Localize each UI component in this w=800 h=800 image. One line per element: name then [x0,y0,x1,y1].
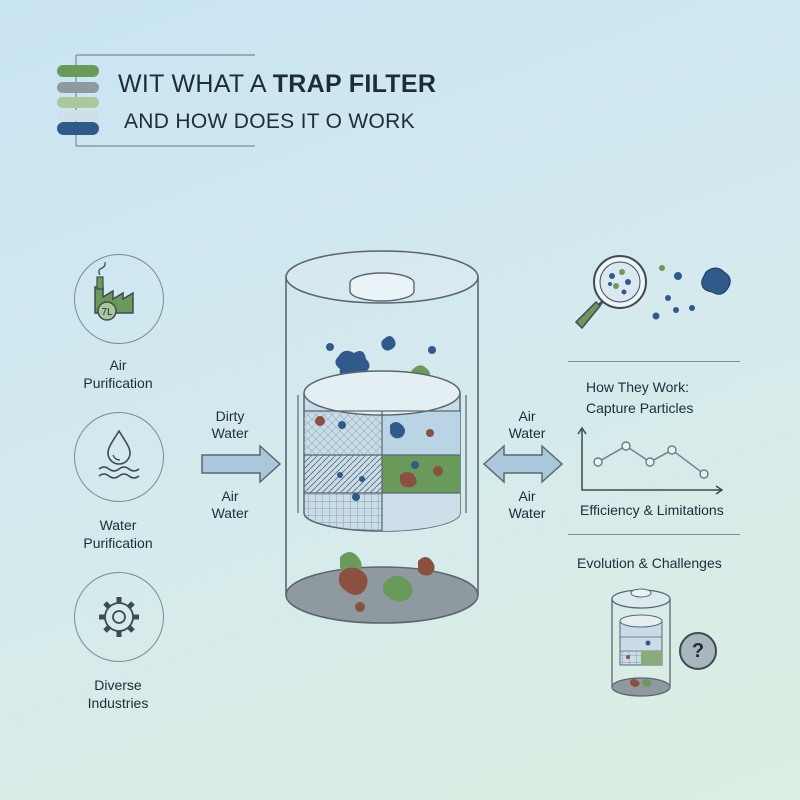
outflow-top-line2: Water [508,425,546,441]
how-it-works-heading: How They Work: Capture Particles [586,377,693,419]
air-purification-label: Air Purification [58,356,178,392]
efficiency-trend-chart-icon [577,426,724,495]
inflow-bottom-line2: Water [211,505,249,521]
svg-text:7L: 7L [101,307,113,318]
title-line-1: WIT WHAT A TRAP FILTER [118,70,436,99]
mini-filter-icon [611,588,671,697]
filter-layer-mesh [304,411,382,455]
inflow-bottom-line1: Air [221,488,239,504]
housing-base [285,566,479,624]
factory-icon: 7L [94,261,134,321]
outflow-top-label: Air Water [482,408,572,442]
air-purification-circle: 7L [74,254,164,344]
water-label-line2: Purification [83,535,153,551]
filter-layer-base [382,493,460,531]
outflow-top-line1: Air [518,408,536,424]
title-prefix: WIT WHAT A [118,70,273,98]
filter-stack-top [303,370,461,416]
inflow-bottom-label: Air Water [185,488,275,522]
trap-filter-cartridge [285,250,479,624]
filter-layers-logo-icon [57,65,99,135]
industries-circle [74,572,164,662]
filter-layer-green [382,455,460,493]
filter-layer-grid [304,493,382,531]
particle-navy [381,336,396,351]
industries-label-line1: Diverse [94,677,142,693]
filter-layer-hatch [304,455,382,493]
evolution-heading: Evolution & Challenges [577,555,722,571]
how-it-works-line1: How They Work: [586,379,689,395]
water-drop-icon [98,429,140,479]
inflow-arrow-icon [201,444,282,484]
title-emphasis: TRAP FILTER [272,70,437,98]
water-purification-label: Water Purification [58,516,178,552]
outflow-bottom-label: Air Water [482,488,572,522]
outflow-bottom-line1: Air [518,488,536,504]
filter-layer-fine [382,411,460,455]
efficiency-heading: Efficiency & Limitations [580,502,724,518]
industries-label: Diverse Industries [58,676,178,712]
bidirectional-arrow-icon [482,444,564,484]
water-label-line1: Water [99,517,137,533]
inflow-top-label: Dirty Water [185,408,275,442]
how-it-works-line2: Capture Particles [586,400,694,416]
particle-dot [428,346,436,354]
magnifier-particles-icon [574,255,731,330]
water-purification-circle [74,412,164,502]
particle-dot [326,343,334,351]
divider-top [568,361,740,363]
outflow-bottom-line2: Water [508,505,546,521]
inflow-top-line1: Dirty [215,408,245,424]
title-line-2: AND HOW DOES IT O WORK [124,110,415,133]
gear-icon [99,597,139,637]
inflow-top-line2: Water [211,425,249,441]
question-icon: ? [679,632,717,670]
divider-bottom [568,534,740,536]
industries-label-line2: Industries [87,695,149,711]
air-label-line2: Purification [83,375,153,391]
air-label-line1: Air [109,357,127,373]
